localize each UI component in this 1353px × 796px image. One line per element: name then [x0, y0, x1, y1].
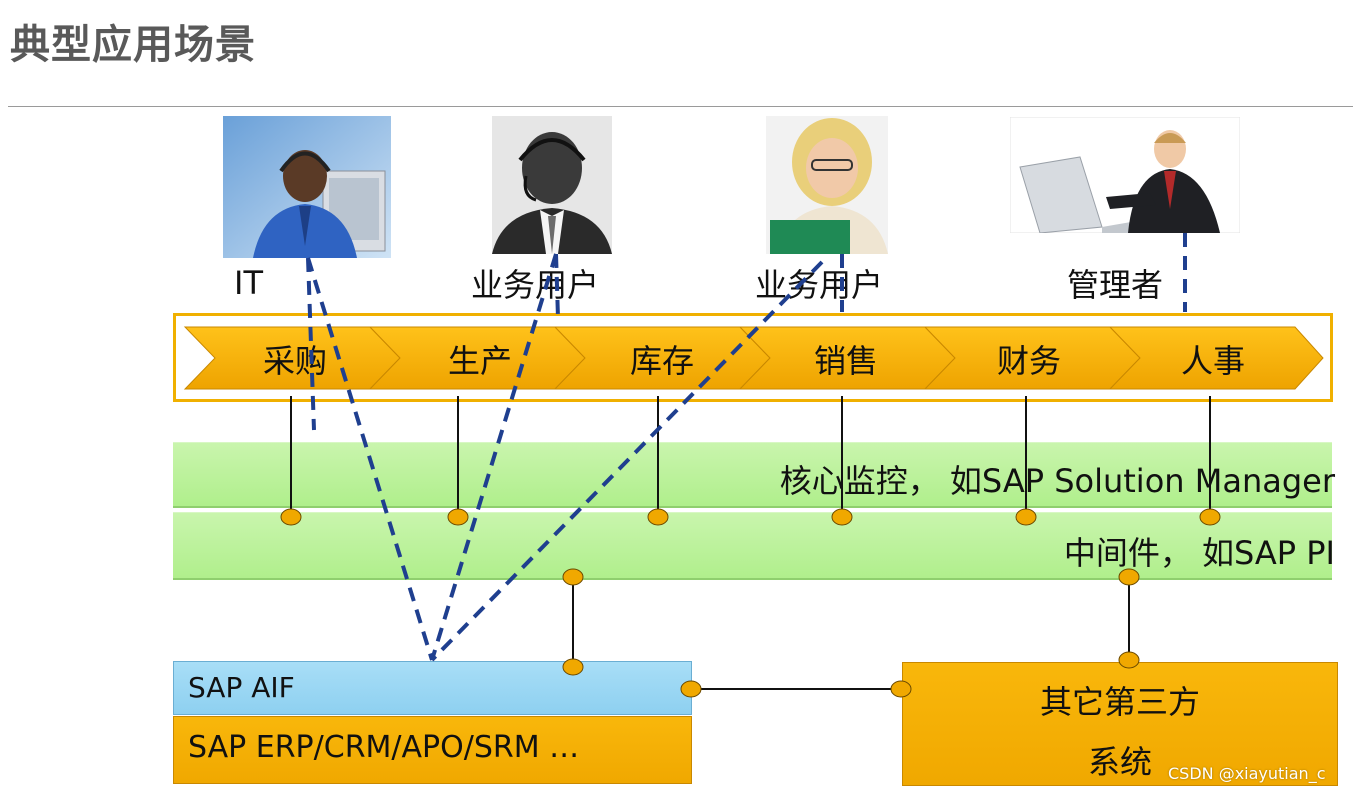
it-user-photo: [223, 116, 391, 258]
role-label-it: IT: [234, 264, 263, 302]
third-party-label-line1: 其它第三方: [1039, 683, 1200, 721]
step-production: 生产: [447, 342, 512, 380]
role-label-business-user-2: 业务用户: [755, 266, 884, 304]
business-user-1-photo: [492, 116, 612, 254]
page-title: 典型应用场景: [10, 22, 256, 68]
business-user-2-photo: [766, 116, 888, 254]
manager-photo: [1010, 117, 1240, 233]
role-label-manager: 管理者: [1067, 266, 1164, 304]
watermark: CSDN @xiayutian_c: [1168, 764, 1326, 783]
chevron-hr: [1108, 326, 1324, 390]
monitoring-layer-label: 核心监控， 如SAP Solution Manager: [779, 462, 1335, 500]
role-label-business-user-1: 业务用户: [471, 266, 600, 304]
solid-connectors: [290, 396, 1211, 690]
process-chain-frame: [173, 313, 1333, 402]
sap-erp-box: SAP ERP/CRM/APO/SRM …: [173, 716, 692, 784]
step-sales: 销售: [813, 342, 878, 380]
third-party-label-line2: 系统: [1087, 743, 1152, 781]
connector-dots: [280, 508, 1221, 698]
step-hr: 人事: [1180, 342, 1245, 380]
step-finance: 财务: [996, 342, 1061, 380]
sap-aif-box: SAP AIF: [173, 661, 692, 715]
sap-aif-label: SAP AIF: [188, 671, 295, 704]
middleware-layer-label: 中间件， 如SAP PI: [1063, 534, 1335, 572]
middleware-layer: [173, 512, 1332, 580]
monitoring-layer: [173, 442, 1332, 508]
process-chevrons: [183, 326, 1324, 390]
title-divider: [8, 106, 1353, 107]
sap-erp-label: SAP ERP/CRM/APO/SRM …: [188, 730, 580, 765]
third-party-system-box: 其它第三方 系统: [902, 662, 1338, 786]
step-purchasing: 采购: [262, 342, 327, 380]
step-inventory: 库存: [629, 342, 694, 380]
dashed-user-links: [306, 233, 1187, 662]
